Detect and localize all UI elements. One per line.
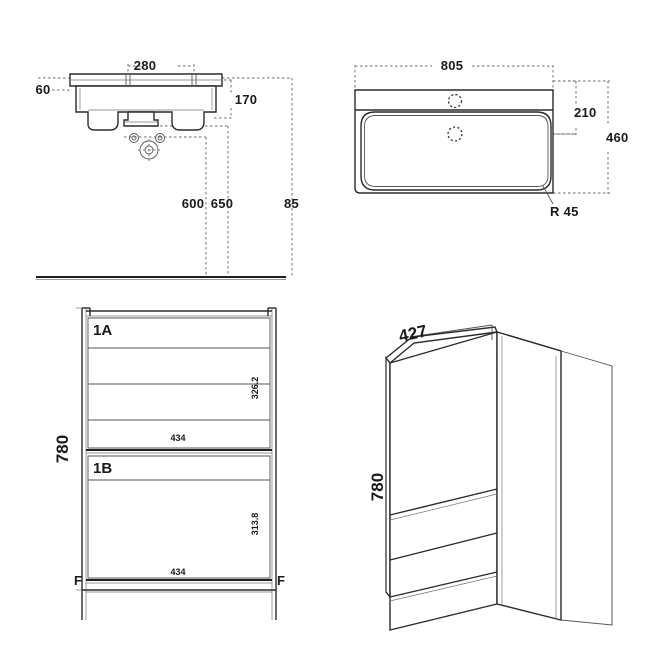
dim-label-850: 85 bbox=[284, 196, 299, 211]
dim-label-600: 600 bbox=[182, 196, 205, 211]
drawer-front-upper bbox=[87, 317, 271, 449]
dim-label-434-upper: 434 bbox=[170, 433, 185, 443]
edge-mark-f-left: F bbox=[74, 573, 82, 588]
radius-leader-line bbox=[542, 185, 554, 205]
basin-body-outline bbox=[69, 73, 223, 131]
dim-label-210: 210 bbox=[574, 105, 597, 120]
iso-drawer-split-upper bbox=[389, 488, 498, 516]
dim-label-r45: R 45 bbox=[550, 204, 579, 219]
dim-label-326-2: 326.2 bbox=[250, 377, 260, 400]
basin-plan-outline bbox=[354, 89, 554, 194]
dim-label-170: 170 bbox=[235, 92, 258, 107]
basin-plumbing-symbols bbox=[129, 133, 165, 161]
iso-drawer-split-lower bbox=[389, 532, 498, 561]
part-label-1a: 1A bbox=[93, 322, 112, 339]
waste-hole-icon bbox=[447, 126, 463, 142]
dim-label-460: 460 bbox=[606, 130, 629, 145]
edge-mark-f-right: F bbox=[277, 573, 285, 588]
dim-label-780-iso: 780 bbox=[368, 473, 387, 501]
supply-hole-left-icon bbox=[129, 133, 139, 143]
tap-hole-icon bbox=[447, 93, 463, 109]
dim-label-805: 805 bbox=[441, 58, 464, 73]
dim-label-434-lower: 434 bbox=[170, 567, 185, 577]
part-label-1b: 1B bbox=[93, 460, 112, 477]
view-cabinet-front: 1A 1B 780 326.2 313.8 434 434 F F bbox=[53, 307, 285, 620]
supply-hole-right-icon bbox=[155, 133, 165, 143]
drawer-front-lower bbox=[87, 455, 271, 579]
iso-plinth-line bbox=[389, 571, 498, 598]
basin-underside-shell bbox=[75, 85, 217, 131]
view-basin-section: 280 60 170 600 650 85 bbox=[35, 58, 299, 280]
dim-label-280: 280 bbox=[134, 58, 157, 73]
basin-bowl-outline bbox=[360, 111, 552, 191]
view-basin-plan: 805 210 460 R 45 bbox=[354, 58, 629, 219]
dim-label-60: 60 bbox=[35, 82, 50, 97]
dim-label-780-front: 780 bbox=[53, 435, 72, 463]
dim-label-313-8: 313.8 bbox=[250, 513, 260, 536]
iso-right-panel-face bbox=[496, 331, 562, 621]
view-cabinet-iso: 427 780 bbox=[368, 321, 613, 631]
basin-waste-boss bbox=[123, 111, 159, 127]
iso-front-left-face bbox=[389, 331, 498, 631]
dim-label-650: 650 bbox=[211, 196, 234, 211]
